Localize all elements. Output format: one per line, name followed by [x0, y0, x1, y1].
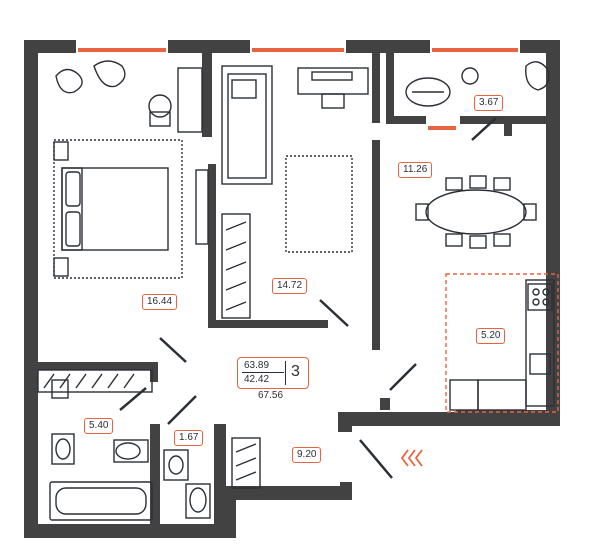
living-area: 42.42: [244, 374, 270, 385]
windows: [78, 48, 518, 130]
dining-furniture: [415, 175, 537, 249]
summary-divider: [242, 372, 284, 373]
area-with-balcony: 67.56: [258, 390, 284, 401]
rooms-count: 3: [291, 363, 300, 380]
summary-vertical-divider: [285, 361, 286, 385]
toilet-fixtures: [163, 449, 211, 519]
bedroom-area: 16.44: [142, 294, 178, 310]
toilet-area: 1.67: [174, 430, 204, 446]
chevrons-left-icon: [400, 449, 423, 467]
walls: [24, 40, 560, 538]
bathroom-area: 5.40: [84, 418, 114, 434]
balcony-area: 3.67: [474, 95, 504, 111]
kitchen-furniture: [445, 273, 559, 413]
hallway-wardrobe: [231, 437, 261, 489]
living-dining-area: 11.26: [398, 162, 433, 178]
total-area: 63.89: [244, 360, 270, 371]
kitchen-area: 5.20: [476, 328, 506, 344]
doors: [119, 117, 497, 479]
second-bedroom-area: 14.72: [272, 278, 308, 294]
bedroom-furniture: [53, 60, 209, 279]
summary-box: 63.89 42.42 3: [237, 357, 309, 389]
bathroom-fixtures: [37, 369, 153, 521]
second-bedroom-furniture: [221, 65, 369, 319]
balcony-furniture: [405, 61, 550, 107]
hallway-area: 9.20: [292, 447, 322, 463]
